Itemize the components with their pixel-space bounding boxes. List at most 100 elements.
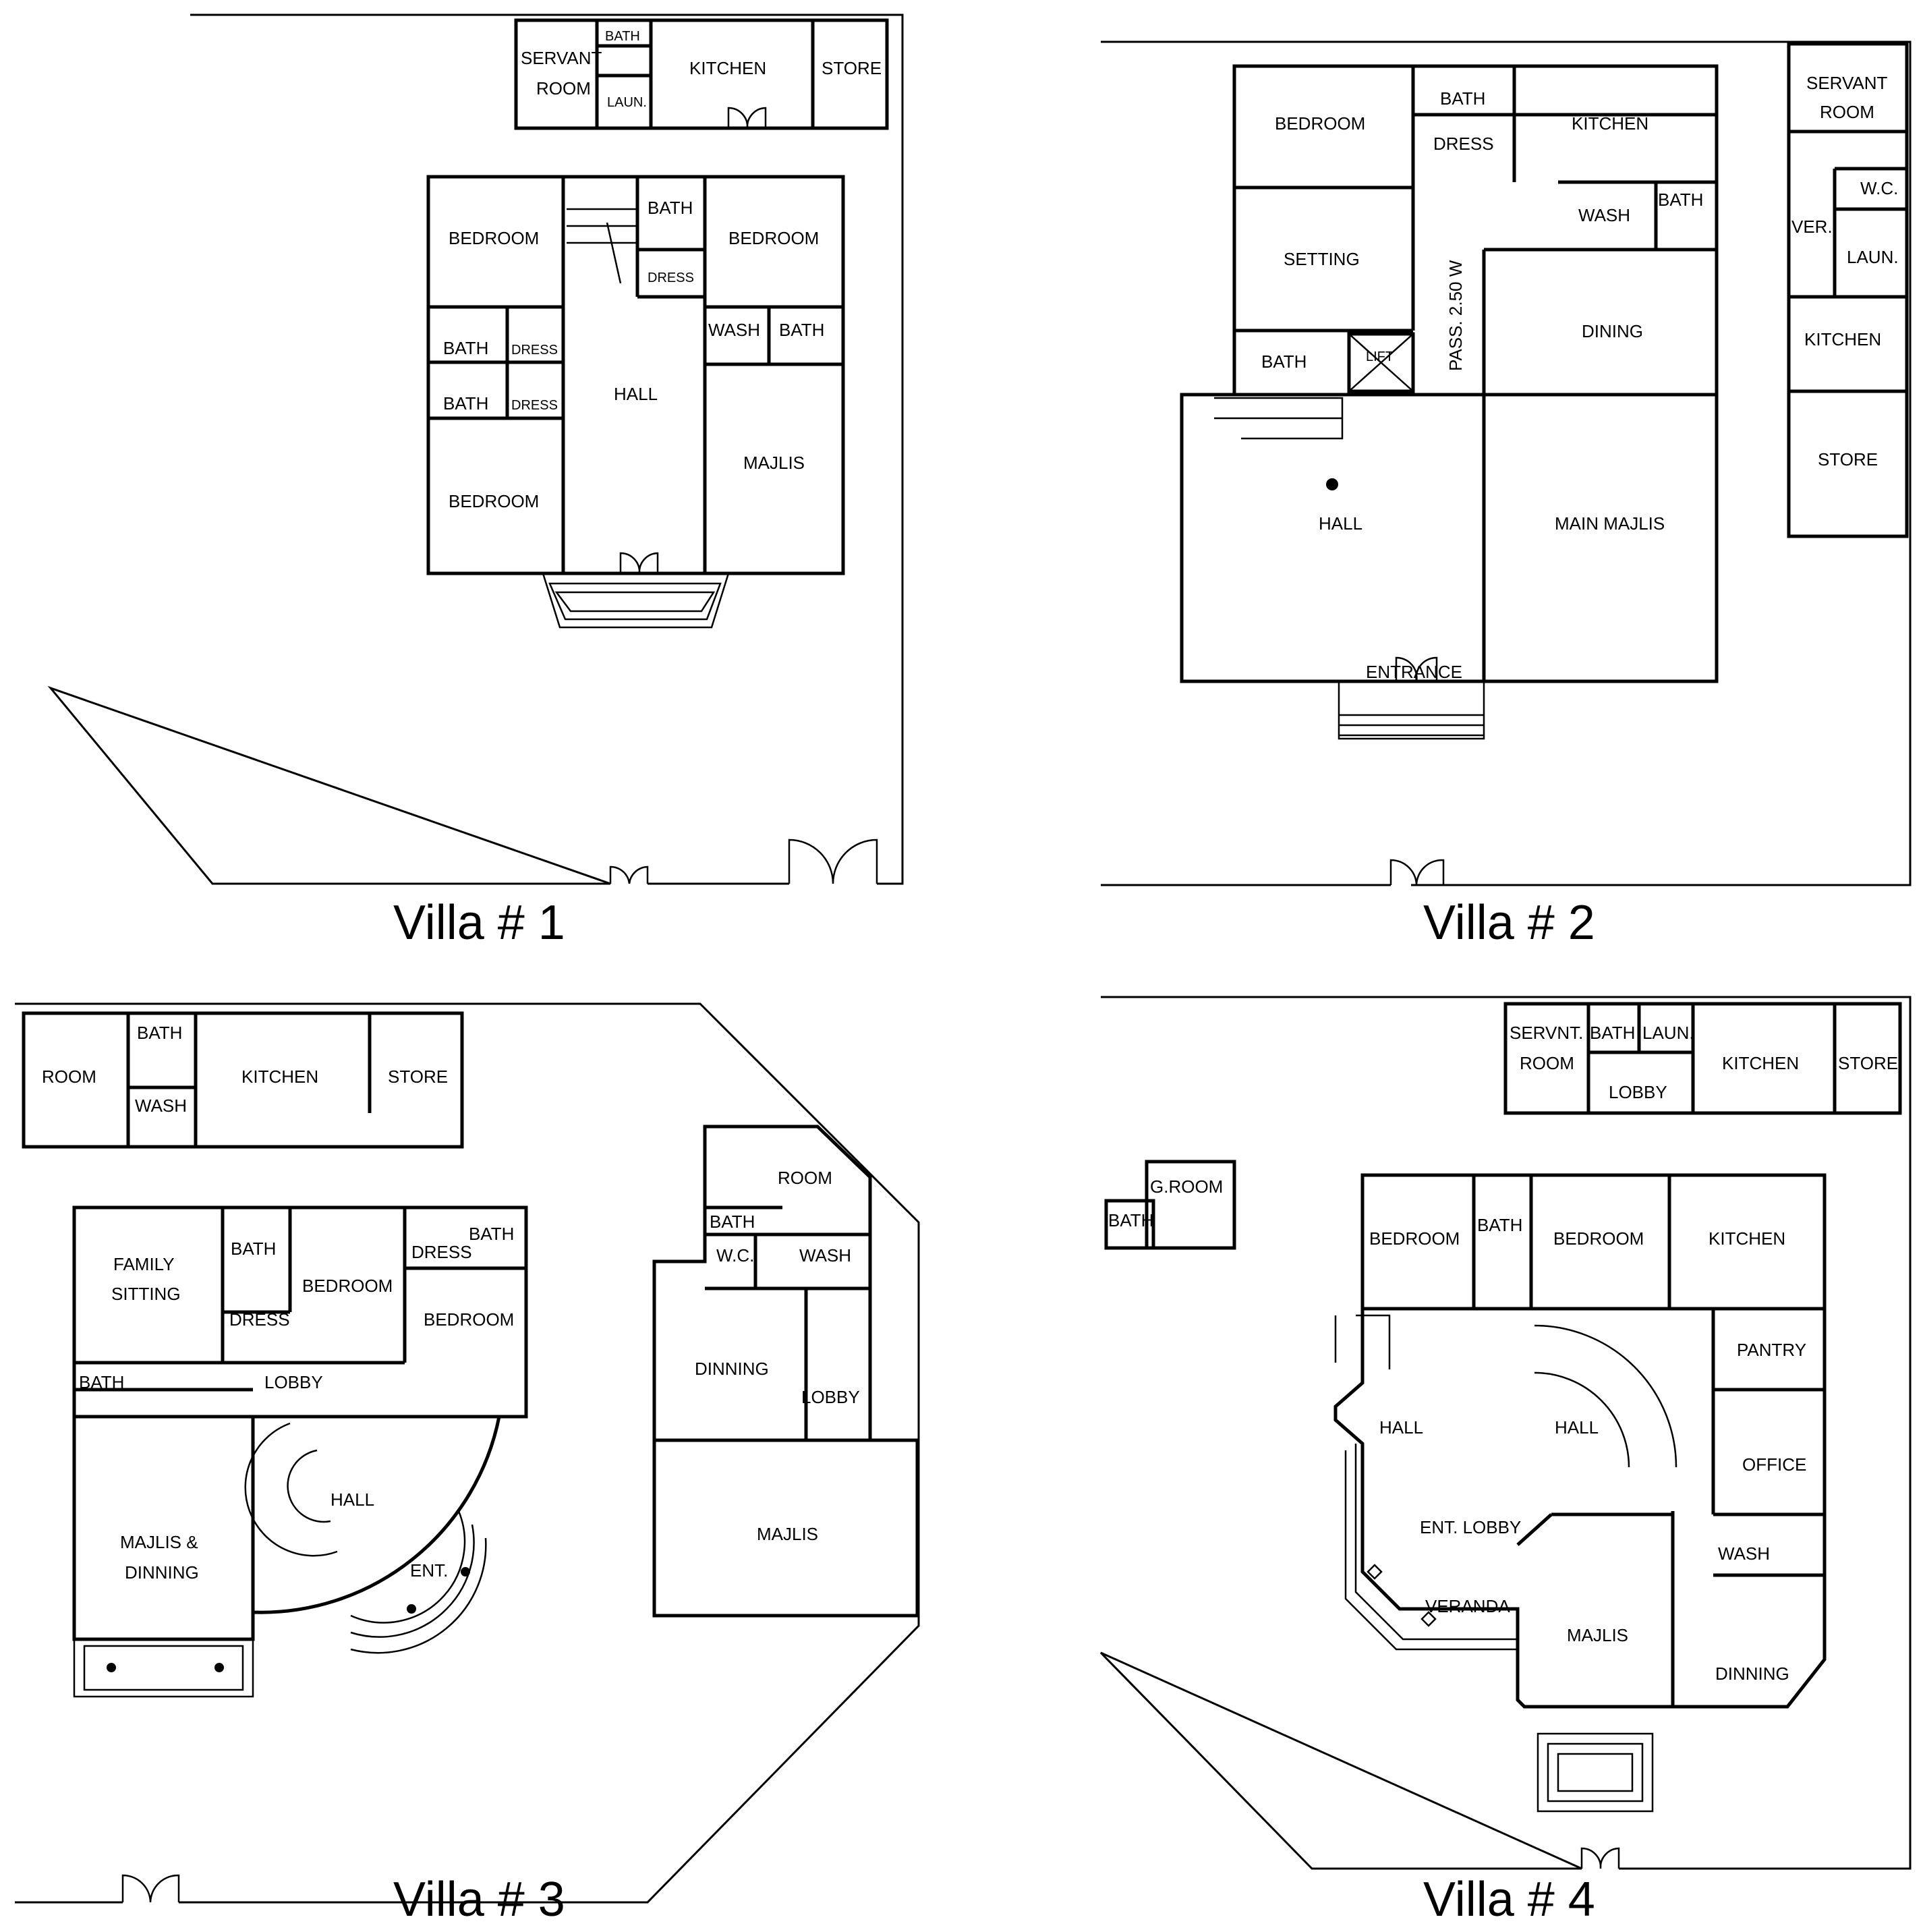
villa-3-room-2-label: ROOM bbox=[778, 1168, 832, 1188]
villa-3-service-block bbox=[22, 1011, 464, 1149]
villa-3-bedroom-2-label: BEDROOM bbox=[424, 1309, 514, 1330]
villa-2-main-majlis-label: MAIN MAJLIS bbox=[1555, 513, 1665, 534]
villa-3-dress-1-label: DRESS bbox=[229, 1309, 290, 1330]
villa-3-boundary bbox=[15, 1002, 920, 1904]
villa-3-majlis-label: MAJLIS bbox=[757, 1524, 818, 1544]
villa-3-bath-3-label: BATH bbox=[469, 1224, 514, 1244]
villa-3-wc-label: W.C. bbox=[716, 1245, 754, 1266]
villa-3-bath-5-label: BATH bbox=[710, 1212, 755, 1232]
villa-3-gate bbox=[121, 1874, 180, 1903]
villa-4-hall-2-label: HALL bbox=[1555, 1417, 1599, 1438]
villa-4-servnt-label: SERVNT. bbox=[1510, 1023, 1583, 1043]
villa-4-servnt-room-label: ROOM bbox=[1520, 1053, 1574, 1073]
villa-4-bath-2-label: BATH bbox=[1108, 1210, 1153, 1230]
villa-1-boundary bbox=[190, 13, 904, 885]
villa-2-wc-label: W.C. bbox=[1860, 178, 1898, 198]
villa-1-bath-1-label: BATH bbox=[648, 198, 693, 218]
villa-3-dress-2-label: DRESS bbox=[411, 1242, 472, 1262]
villa-2-ver-label: VER. bbox=[1791, 217, 1833, 237]
villa-4-boundary bbox=[1099, 996, 1912, 1870]
villa-4-plan: SERVNT. ROOM BATH LAUN. LOBBY KITCHEN ST… bbox=[1099, 996, 1912, 1927]
villa-3-main-house bbox=[72, 1205, 528, 1419]
villa-4-pantry-label: PANTRY bbox=[1737, 1340, 1806, 1360]
villa-3-room-1-label: ROOM bbox=[42, 1067, 96, 1087]
villa-1-dress-3-label: DRESS bbox=[511, 398, 558, 413]
villa-3-wash-2-label: WASH bbox=[799, 1245, 851, 1266]
villa-2-bedroom-label: BEDROOM bbox=[1275, 113, 1365, 134]
villa-3-bedroom-1-label: BEDROOM bbox=[302, 1276, 393, 1296]
villa-4-groom-label: G.ROOM bbox=[1150, 1176, 1223, 1197]
villa-1-dress-2-label: DRESS bbox=[511, 343, 558, 358]
villa-1-majlis-label: MAJLIS bbox=[743, 453, 805, 473]
villa-2-servant-room-label: ROOM bbox=[1820, 102, 1874, 122]
villa-4-dinning-label: DINNING bbox=[1715, 1664, 1789, 1684]
villa-3-majlis-dinning-2-label: DINNING bbox=[125, 1562, 199, 1583]
villa-1-bedroom-2-label: BEDROOM bbox=[728, 228, 819, 248]
villa-4-gate bbox=[1580, 1847, 1620, 1869]
villa-1-service-block bbox=[514, 18, 889, 130]
villa-3-lobby-1-label: LOBBY bbox=[264, 1372, 323, 1392]
villa-1-bath-2-label: BATH bbox=[779, 320, 824, 340]
villa-4-majlis-label: MAJLIS bbox=[1567, 1625, 1628, 1645]
villa-3-sitting-label: SITTING bbox=[111, 1284, 181, 1304]
villa-3-bath-4-label: BATH bbox=[79, 1372, 124, 1392]
villa-1-plan: SERVANT ROOM BATH LAUN. KITCHEN STORE BE… bbox=[47, 13, 904, 950]
villa-3-family-label: FAMILY bbox=[113, 1254, 175, 1274]
villa-4-laun-label: LAUN. bbox=[1642, 1023, 1694, 1043]
villa-2-lift-label: LIFT bbox=[1366, 349, 1394, 364]
villa-2-store-label: STORE bbox=[1818, 449, 1878, 470]
villa-4-service-block bbox=[1503, 1002, 1902, 1115]
villa-2-gate bbox=[1389, 859, 1445, 886]
villa-4-caption: Villa # 4 bbox=[1423, 1873, 1595, 1927]
villa-1-bedroom-3-label: BEDROOM bbox=[449, 491, 539, 511]
villa-2-dining-label: DINING bbox=[1582, 321, 1643, 341]
villa-3-plan: ROOM BATH WASH KITCHEN STORE FAMILY SITT… bbox=[15, 1002, 920, 1927]
villa-4-main-house bbox=[1333, 1173, 1827, 1709]
villa-1-wash-label: WASH bbox=[708, 320, 760, 340]
villa-3-wash-1-label: WASH bbox=[135, 1096, 187, 1116]
villa-3-store-label: STORE bbox=[388, 1067, 448, 1087]
villa-2-bath-1-label: BATH bbox=[1440, 88, 1485, 109]
villa-2-kitchen-label: KITCHEN bbox=[1572, 113, 1648, 134]
villa-4-bedroom-1-label: BEDROOM bbox=[1369, 1228, 1460, 1249]
villa-2-kitchen-2-label: KITCHEN bbox=[1804, 329, 1881, 349]
villa-2-lift bbox=[1347, 332, 1415, 393]
villa-2-bath-2-label: BATH bbox=[1658, 190, 1703, 210]
villa-1-kitchen-label: KITCHEN bbox=[689, 58, 766, 78]
villa-2-wash-label: WASH bbox=[1578, 205, 1630, 225]
villa-4-bath-3-label: BATH bbox=[1477, 1215, 1522, 1235]
villa-1-laun-label: LAUN. bbox=[607, 95, 647, 110]
villa-4-kitchen-1-label: KITCHEN bbox=[1722, 1053, 1799, 1073]
villa-3-kitchen-label: KITCHEN bbox=[241, 1067, 318, 1087]
villa-2-servant-label: SERVANT bbox=[1806, 73, 1888, 93]
villa-4-ent-lobby-label: ENT. LOBBY bbox=[1420, 1517, 1521, 1537]
villa-2-hall-label: HALL bbox=[1319, 513, 1362, 534]
villa-4-office-label: OFFICE bbox=[1742, 1454, 1806, 1475]
villa-4-lobby-label: LOBBY bbox=[1609, 1082, 1667, 1102]
villa-3-hall-label: HALL bbox=[331, 1489, 374, 1510]
villa-4-bedroom-2-label: BEDROOM bbox=[1553, 1228, 1644, 1249]
villa-1-caption: Villa # 1 bbox=[393, 896, 565, 950]
villa-3-bath-2-label: BATH bbox=[231, 1239, 276, 1259]
villa-1-dress-1-label: DRESS bbox=[648, 271, 694, 285]
villa-3-majlis-dinning-1-label: MAJLIS & bbox=[120, 1532, 198, 1552]
villa-4-hall-1-label: HALL bbox=[1379, 1417, 1423, 1438]
villa-3-bath-1-label: BATH bbox=[137, 1023, 182, 1043]
villa-2-pass-label: PASS. 2.50 W bbox=[1445, 260, 1466, 371]
villa-1-servant-label: SERVANT bbox=[521, 48, 602, 68]
villa-1-boundary-main bbox=[47, 13, 904, 885]
villa-1-room-label: ROOM bbox=[536, 78, 591, 98]
villa-4-wash-label: WASH bbox=[1718, 1543, 1770, 1564]
villa-2-bath-3-label: BATH bbox=[1261, 351, 1307, 372]
villa-4-store-label: STORE bbox=[1838, 1053, 1898, 1073]
villa-1-bath-3-label: BATH bbox=[443, 338, 488, 358]
villa-2-caption: Villa # 2 bbox=[1423, 896, 1595, 950]
villa-1-bedroom-1-label: BEDROOM bbox=[449, 228, 539, 248]
villa-4-veranda-label: VERANDA bbox=[1425, 1596, 1510, 1616]
villa-2-service-strip bbox=[1787, 42, 1909, 538]
villa-1-store-label: STORE bbox=[822, 58, 882, 78]
villa-2-plan: BEDROOM BATH DRESS KITCHEN SERVANT ROOM … bbox=[1101, 40, 1912, 950]
villa-2-dress-label: DRESS bbox=[1433, 134, 1494, 154]
villa-3-dinning-label: DINNING bbox=[695, 1359, 769, 1379]
